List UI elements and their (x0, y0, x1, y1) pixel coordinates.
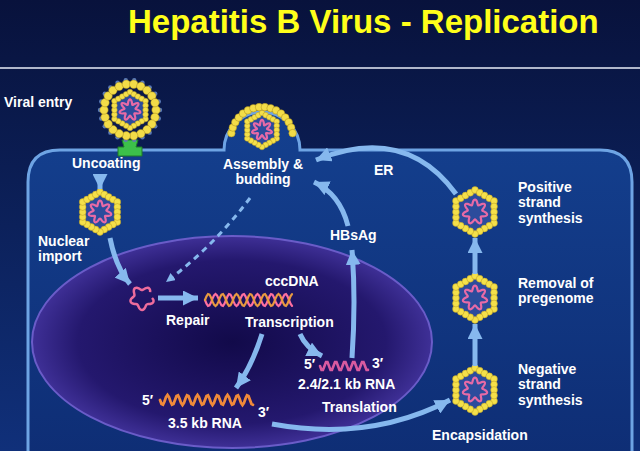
nucleus (32, 236, 432, 448)
capsid (453, 187, 498, 238)
process-arrow (300, 334, 322, 356)
capsid-protein (143, 112, 149, 118)
viral-genome (463, 286, 487, 310)
process-arrow (473, 324, 478, 366)
capsid-shell (456, 190, 494, 234)
stage-label: Transcription (245, 315, 334, 330)
process-arrow (314, 182, 348, 226)
stage-label: Assembly & budding (218, 157, 308, 188)
envelope-lipid (289, 129, 297, 137)
process-arrow (98, 175, 103, 189)
capsid-shell (247, 113, 276, 147)
process-arrow (236, 334, 262, 388)
stage-label: Removal of pregenome (518, 276, 613, 307)
viral-envelope (98, 78, 162, 142)
stage-label: ER (374, 163, 393, 178)
cccdna-strand (205, 294, 292, 306)
process-arrow (352, 250, 354, 358)
receptor (118, 140, 142, 156)
title: Hepatitis B Virus - Replication (128, 4, 599, 40)
capsid-shell (83, 192, 118, 232)
stage-label: 5′ (304, 357, 315, 372)
stage-label: Nuclear import (38, 234, 100, 265)
stage-label: Uncoating (72, 156, 140, 171)
stage-label: Viral entry (4, 95, 72, 110)
stage-label: 2.4/2.1 kb RNA (298, 377, 395, 392)
envelope-lipid (101, 113, 109, 121)
dashed-arrow (166, 198, 250, 282)
rna-short (320, 362, 368, 370)
process-arrow (272, 400, 450, 429)
stage-label: 3′ (258, 405, 269, 420)
stage-label: Repair (166, 313, 210, 328)
capsid-protein (491, 300, 498, 307)
viral-genome (463, 378, 487, 402)
stage-label: Positive strand synthesis (518, 180, 593, 226)
cell-membrane (28, 112, 632, 451)
envelope-lipid (130, 132, 138, 140)
stage-label: 3′ (372, 356, 383, 371)
capsid-protein (491, 392, 498, 399)
viral-genome (463, 200, 487, 224)
envelope-lipid (122, 80, 130, 88)
capsid-protein (114, 214, 121, 221)
stage-label: Translation (322, 400, 397, 415)
capsid (79, 189, 120, 236)
relaxed-dna (130, 288, 153, 310)
capsid-protein (491, 214, 498, 221)
envelope-lipid (100, 106, 108, 114)
viral-genome (252, 120, 272, 139)
envelope-lipid (152, 106, 160, 114)
capsid-protein (274, 131, 280, 137)
stage-label: HBsAg (330, 228, 377, 243)
process-arrow (110, 238, 130, 284)
viral-genome (120, 99, 141, 119)
process-arrow (158, 296, 198, 301)
capsid-shell (456, 276, 494, 320)
stage-label: 5′ (142, 393, 153, 408)
capsid (244, 110, 279, 150)
capsid (453, 273, 498, 324)
capsid (453, 365, 498, 416)
cccdna-strand (205, 294, 292, 306)
process-arrow (316, 148, 456, 194)
title-rule (0, 67, 640, 69)
process-arrow (473, 238, 478, 274)
stage-label: 3.5 kb RNA (168, 416, 242, 431)
viral-genome (89, 201, 111, 223)
stage-label: Negative strand synthesis (518, 362, 593, 408)
envelope-lipid (151, 98, 159, 106)
capsid-shell (114, 92, 145, 128)
rna-pregenomic (160, 395, 253, 405)
capsid-shell (456, 368, 494, 412)
stage-label: cccDNA (265, 274, 319, 289)
capsid (112, 89, 149, 131)
stage-label: Encapsidation (432, 428, 528, 443)
